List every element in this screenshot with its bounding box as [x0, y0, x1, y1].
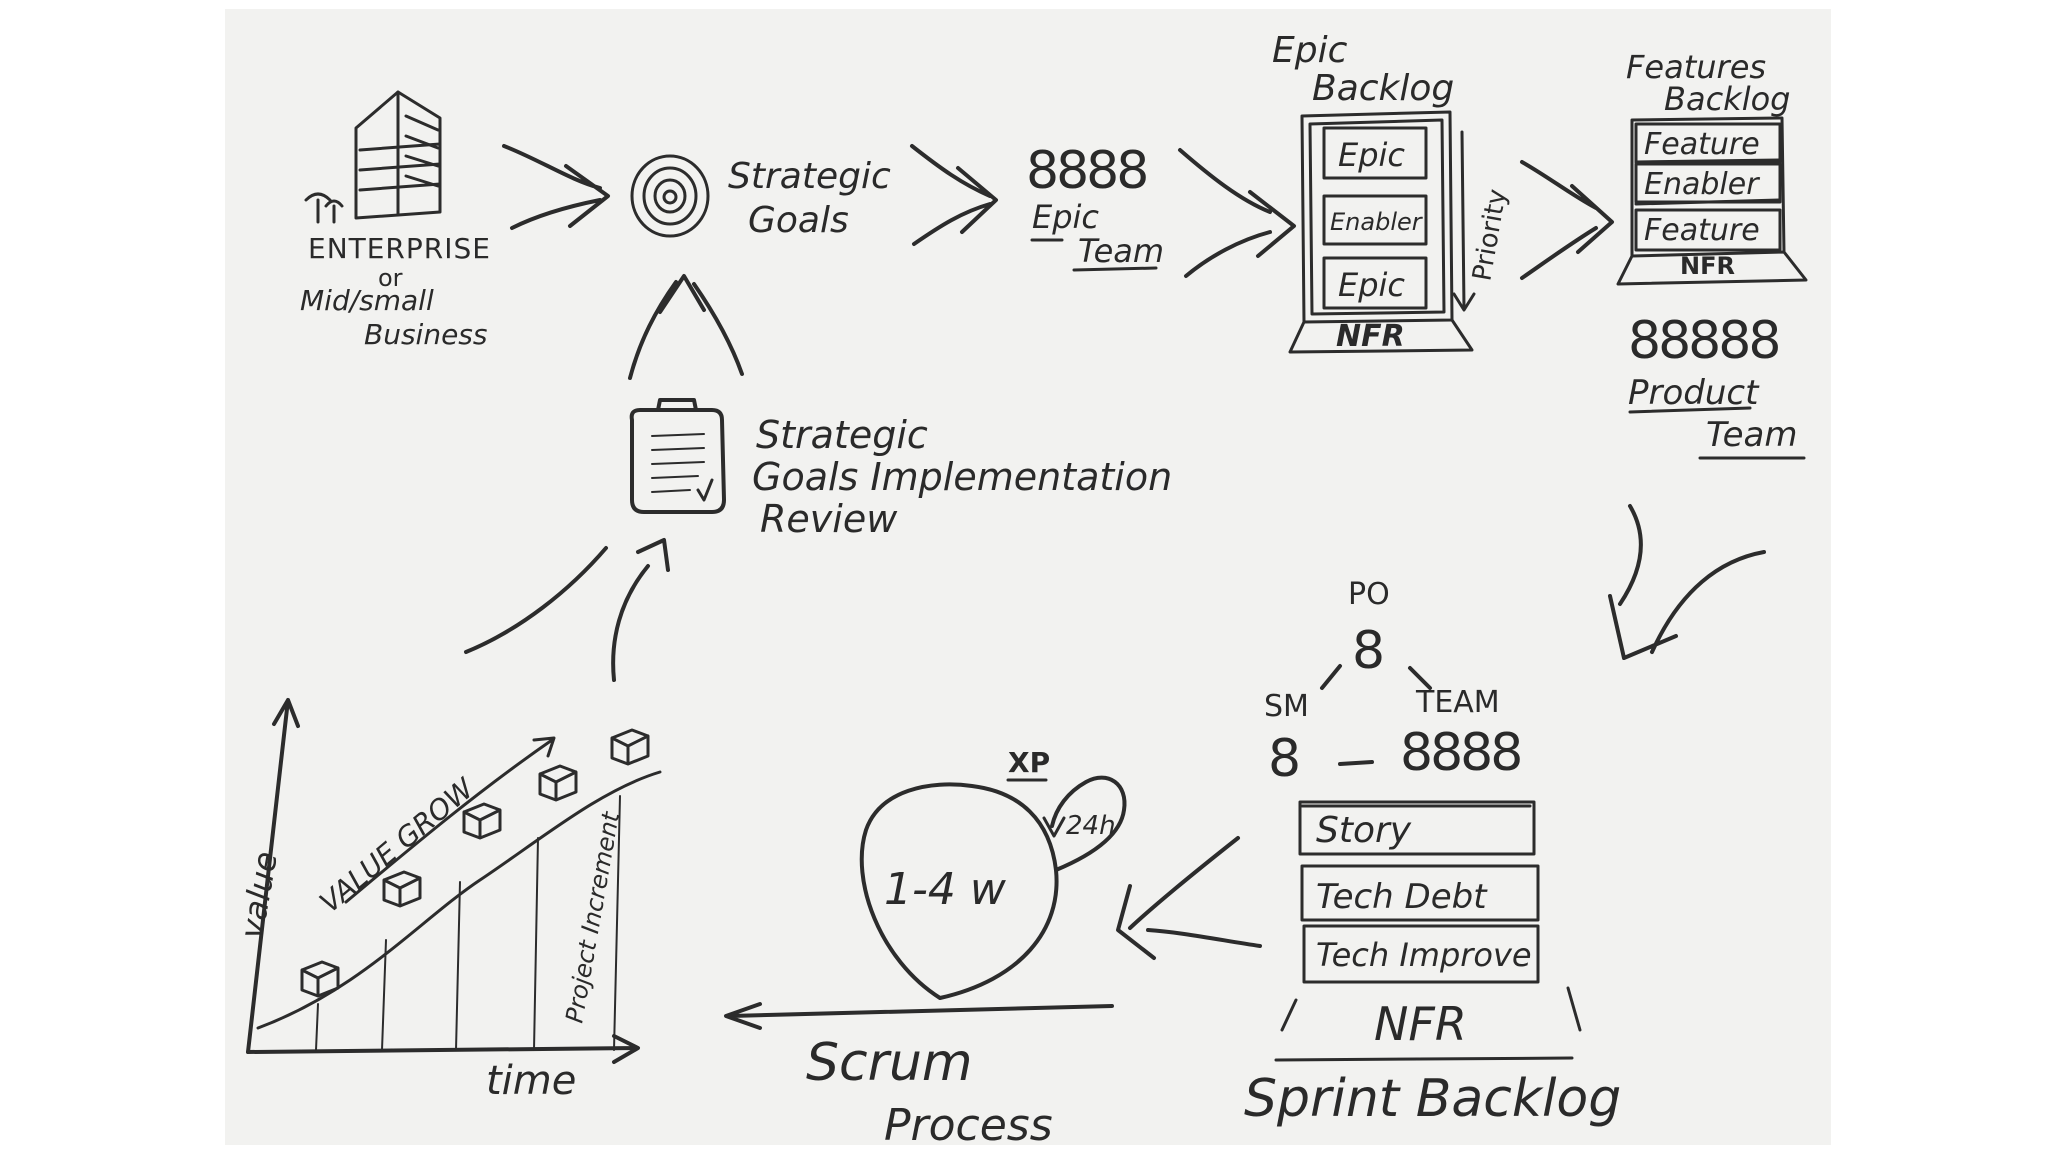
epic-backlog-title-1: Epic: [1272, 30, 1348, 71]
features-backlog-title-1: Features: [1626, 48, 1766, 86]
epic-backlog-item-box-1: [1322, 126, 1428, 180]
po-person: 8: [1352, 621, 1385, 681]
features-backlog-base: NFR: [1680, 252, 1735, 280]
paper-sheet: [225, 9, 1831, 1145]
epic-team-label-2: Team: [1078, 232, 1164, 270]
clipboard-icon: [629, 398, 726, 514]
team-people: 8888: [1400, 723, 1520, 783]
features-backlog-frame: [1616, 116, 1808, 286]
epic-backlog-frame: [1288, 110, 1474, 354]
product-team-label-2: Team: [1706, 415, 1797, 455]
review-label-3: Review: [760, 497, 898, 541]
review-label-1: Strategic: [756, 413, 928, 457]
target-icon: [630, 154, 710, 238]
daily-label: 24h: [1066, 811, 1116, 841]
product-team-label-1: Product: [1628, 373, 1760, 413]
epic-backlog-node: Epic Backlog Epic Enabler Epic NFR Prior…: [1272, 30, 1513, 354]
features-backlog-item-3: Feature: [1644, 213, 1760, 248]
value-axis-label: value: [232, 849, 285, 942]
strategic-goals-node: Strategic Goals: [630, 154, 891, 241]
features-backlog-node: Features Backlog Feature Enabler Feature…: [1616, 48, 1808, 286]
sprint-length-label: 1-4 w: [884, 864, 1007, 915]
priority-label: Priority: [1467, 187, 1513, 283]
xp-label: XP: [1008, 746, 1050, 779]
arrow-sprint-to-scrum: [1116, 836, 1262, 960]
features-backlog-item-box-1: [1634, 122, 1782, 164]
arrow-epic-team-to-epic-backlog: [1178, 148, 1296, 278]
epic-backlog-base: NFR: [1336, 319, 1405, 354]
sprint-item-2: Tech Debt: [1316, 877, 1488, 917]
enterprise-label-1: ENTERPRISE: [308, 232, 491, 265]
features-backlog-item-1: Feature: [1644, 127, 1760, 162]
enterprise-node: ENTERPRISE or Mid/small Business: [300, 90, 491, 351]
features-backlog-item-2: Enabler: [1644, 167, 1760, 202]
scrum-label-2: Process: [884, 1100, 1053, 1151]
sm-person: 8: [1268, 729, 1301, 789]
epic-backlog-item-2: Enabler: [1330, 208, 1424, 236]
review-label-2: Goals Implementation: [752, 455, 1172, 499]
arrow-chart-to-review: [464, 538, 670, 682]
product-team-people: 88888: [1628, 311, 1778, 371]
review-node: Strategic Goals Implementation Review: [629, 398, 1172, 541]
team-label: TEAM: [1415, 685, 1500, 720]
epic-backlog-item-3: Epic: [1338, 266, 1405, 304]
sprint-item-box-3: [1302, 924, 1540, 984]
epic-backlog-item-1: Epic: [1338, 136, 1405, 174]
arrow-enterprise-to-goals: [502, 144, 610, 230]
enterprise-label-4: Business: [364, 318, 487, 351]
sprint-backlog-node: Story Tech Debt Tech Improve NFR Sprint …: [1244, 800, 1621, 1129]
value-chart-node: VALUE GROW Project Increment value time: [232, 698, 662, 1104]
value-axis: [246, 698, 300, 1054]
sprint-item-box-2: [1300, 864, 1540, 922]
epic-backlog-item-box-2: [1322, 194, 1428, 246]
sprint-item-box-1: [1298, 800, 1536, 856]
po-label: PO: [1348, 577, 1390, 612]
epic-team-node: 8888 Epic Team: [1026, 141, 1164, 272]
sprint-backlog-title: Sprint Backlog: [1244, 1069, 1621, 1129]
arrow-review-to-goals: [628, 274, 744, 380]
strategic-goals-label-1: Strategic: [728, 156, 891, 197]
epic-backlog-title-2: Backlog: [1312, 68, 1454, 109]
arrow-features-to-roles: [1608, 504, 1766, 660]
product-team-node: 88888 Product Team: [1628, 311, 1806, 460]
enterprise-label-2: or: [378, 264, 403, 292]
epic-backlog-item-box-3: [1322, 256, 1428, 310]
arrow-goals-to-epic-team: [910, 144, 998, 246]
sprint-backlog-base: NFR: [1374, 997, 1467, 1051]
scrum-label-1: Scrum: [806, 1033, 973, 1093]
scrum-roles-node: PO 8 SM 8 TEAM 8888: [1264, 577, 1523, 789]
features-backlog-item-box-2: [1634, 162, 1782, 204]
epic-team-people: 8888: [1026, 141, 1146, 201]
time-axis: [246, 1034, 640, 1064]
daily-loop: [1050, 775, 1127, 872]
sm-label: SM: [1264, 689, 1309, 724]
scrum-process-node: XP 24h 1-4 w Scrum Process: [724, 746, 1127, 1151]
enterprise-label-3: Mid/small: [300, 284, 434, 317]
priority-arrow: [1452, 130, 1476, 312]
process-line-arrow: [724, 1002, 1114, 1030]
building-icon: [304, 90, 442, 224]
time-axis-label: time: [486, 1058, 576, 1104]
features-backlog-title-2: Backlog: [1664, 80, 1790, 118]
strategic-goals-label-2: Goals: [748, 200, 849, 241]
sprint-loop: [859, 782, 1059, 1000]
sprint-item-3: Tech Improve: [1316, 936, 1532, 974]
features-backlog-item-box-3: [1634, 208, 1782, 252]
increment-cubes: [300, 728, 650, 998]
arrow-epic-to-features: [1520, 160, 1614, 280]
sprint-item-1: Story: [1316, 810, 1412, 851]
epic-team-label-1: Epic: [1032, 198, 1099, 236]
